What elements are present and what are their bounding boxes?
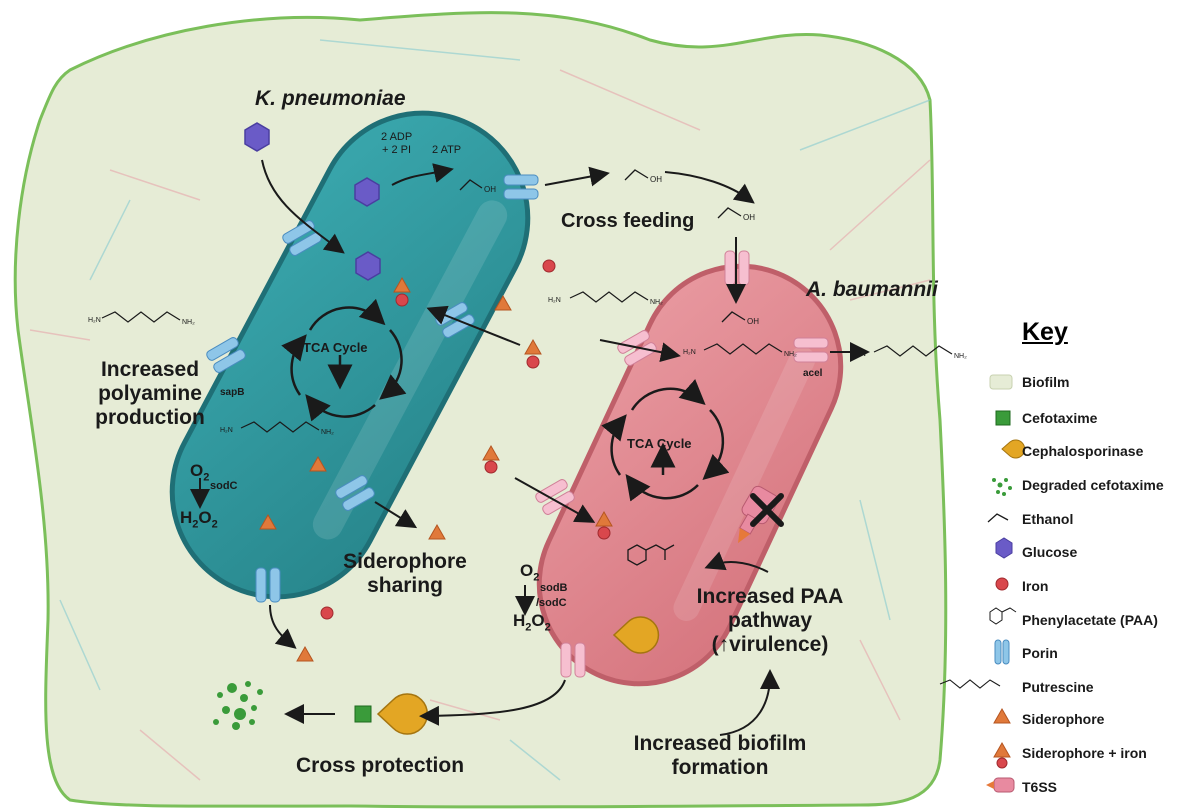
- key-item-biofilm: Biofilm: [1022, 374, 1070, 390]
- svg-text:H₂N: H₂N: [548, 297, 561, 304]
- svg-text:NH₂: NH₂: [182, 319, 195, 326]
- sodC2-label: /sodC: [536, 597, 567, 609]
- h2o2-ab: H2O2: [513, 611, 551, 634]
- svg-text:NH₂: NH₂: [650, 299, 663, 306]
- tca-cycle-ab: [601, 379, 730, 502]
- cross-protection-label: Cross protection: [296, 754, 465, 777]
- porin-kp-sapB: [206, 337, 246, 373]
- sodB-label: sodB: [540, 582, 568, 594]
- key-item-phenylacetate: Phenylacetate (PAA): [1022, 612, 1158, 628]
- siderophore-icon: [259, 294, 512, 662]
- h2o2-kp: H2O2: [180, 508, 218, 531]
- biofilm-line-1: Increased biofilm: [633, 732, 807, 755]
- paa-line-2: pathway: [727, 609, 813, 632]
- arrows: [190, 159, 870, 736]
- key-item-siderophore: Siderophore: [1022, 711, 1105, 727]
- siderophore-sharing-label: Siderophore sharing: [330, 550, 480, 598]
- svg-text:NH₂: NH₂: [954, 353, 967, 360]
- cross-feeding-label: Cross feeding: [561, 210, 695, 232]
- key-item-glucose: Glucose: [1022, 544, 1078, 560]
- key-icons: [939, 374, 1026, 793]
- o2-ab: O2: [520, 561, 540, 584]
- paa-line-1: Increased PAA: [696, 585, 844, 608]
- o2-kp: O2: [190, 461, 210, 484]
- biofilm-line-2: formation: [671, 756, 769, 779]
- kp-cell: [169, 110, 531, 600]
- porin-ab-acel: [793, 337, 829, 363]
- svg-text:H₂N: H₂N: [88, 317, 101, 324]
- tca-ab-label: TCA Cycle: [627, 436, 692, 451]
- key-item-siderophore-iron: Siderophore + iron: [1022, 745, 1147, 761]
- key-item-cephalosporinase: Cephalosporinase: [1022, 443, 1144, 459]
- polyamine-label: Increased polyamine production: [65, 358, 235, 430]
- kp-title: K. pneumoniae: [255, 87, 406, 110]
- tca-cycle-kp: [281, 298, 407, 422]
- porin-ab-left: [617, 330, 657, 366]
- reaction-pi: + 2 PI: [382, 144, 412, 156]
- porin-ab-bottom: [560, 642, 586, 678]
- acel-label: acel: [803, 368, 823, 379]
- key-item-porin: Porin: [1022, 645, 1058, 661]
- polyamine-line-2: polyamine: [98, 382, 202, 405]
- biofilm-fibers: [29, 39, 931, 781]
- porin-kp-top: [503, 174, 539, 200]
- phenylacetate-icon: [627, 544, 675, 566]
- svg-text:OH: OH: [484, 185, 496, 194]
- porin-kp-siderophore: [335, 475, 375, 511]
- key-item-iron: Iron: [1022, 578, 1049, 594]
- iron-icon: [320, 259, 556, 620]
- siderophore-iron-icon: [393, 276, 613, 540]
- svg-text:OH: OH: [650, 175, 662, 184]
- key-item-putrescine: Putrescine: [1022, 679, 1094, 695]
- svg-text:OH: OH: [743, 213, 755, 222]
- key-item-cefotaxime: Cefotaxime: [1022, 410, 1098, 426]
- sodC-label: sodC: [210, 480, 238, 492]
- svg-text:NH₂: NH₂: [784, 351, 797, 358]
- key-item-ethanol: Ethanol: [1022, 511, 1074, 527]
- polyamine-line-1: Increased: [100, 358, 200, 381]
- sapB-label: sapB: [220, 387, 245, 398]
- svg-text:OH: OH: [747, 317, 759, 326]
- key-item-degraded-cefotaxime: Degraded cefotaxime: [1022, 477, 1164, 493]
- ethanol-icon: [459, 169, 746, 323]
- biofilm-formation-label: Increased biofilm formation: [625, 732, 815, 780]
- cefotaxime-icon: [354, 705, 372, 723]
- key-item-t6ss: T6SS: [1022, 779, 1058, 795]
- paa-line-3: (↑virulence): [711, 633, 829, 656]
- reaction-adp: 2 ADP: [381, 131, 413, 143]
- cephalosporinase-in-ab: [612, 616, 660, 654]
- siderophore-sharing-1: Siderophore: [343, 550, 467, 573]
- svg-text:H₂N: H₂N: [683, 349, 696, 356]
- t6ss-blocked-x: [750, 493, 784, 527]
- siderophore-sharing-2: sharing: [367, 574, 443, 597]
- svg-text:H₂N: H₂N: [220, 427, 233, 434]
- reaction-atp: 2 ATP: [432, 144, 462, 156]
- glucose-icon: [244, 122, 381, 281]
- degraded-cefotaxime-icon: [213, 681, 263, 730]
- svg-text:NH₂: NH₂: [321, 429, 334, 436]
- tca-kp-label: TCA Cycle: [303, 340, 368, 355]
- porin-kp-bottom: [255, 567, 281, 603]
- ab-title: A. baumannii: [806, 278, 938, 301]
- polyamine-line-3: production: [95, 406, 205, 429]
- key-title: Key: [1022, 318, 1068, 346]
- paa-label: Increased PAA pathway (↑virulence): [670, 585, 870, 657]
- putrescine-icon: [101, 291, 953, 433]
